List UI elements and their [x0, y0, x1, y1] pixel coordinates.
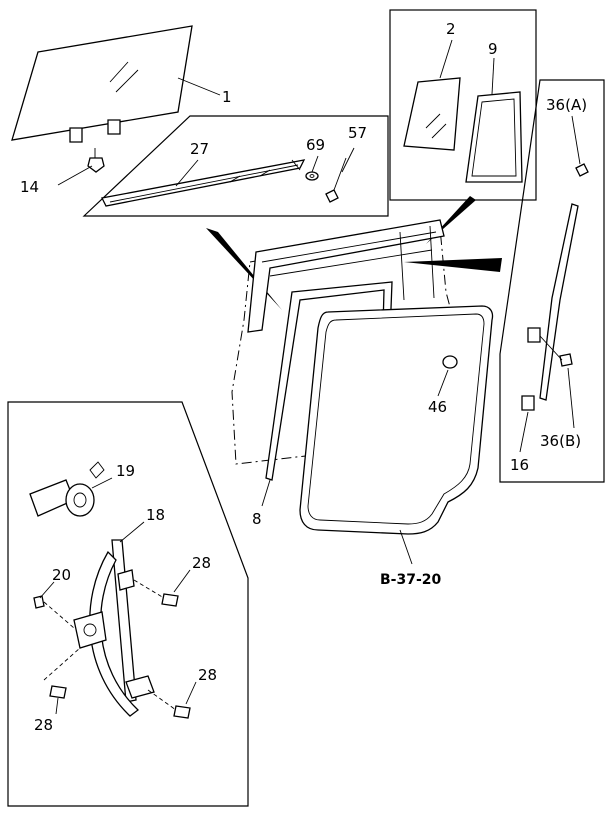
leader-36b [567, 367, 575, 429]
leader-weatherstrip [399, 529, 413, 565]
leader-16 [519, 411, 529, 453]
leader-8 [261, 479, 271, 507]
callout-8: 8 [252, 510, 262, 528]
leader-screw-36b [539, 335, 563, 361]
leader-1 [177, 77, 221, 96]
quarter-weatherstrip-9-part [465, 91, 523, 183]
callout-16: 16 [510, 456, 529, 474]
leader-69 [311, 155, 319, 173]
bolt-28-upper-part [161, 593, 179, 607]
callout-36a: 36(A) [546, 96, 587, 114]
leader-28-right [185, 681, 197, 705]
run-channel-inset-box [82, 115, 389, 217]
bolt-14-part [87, 148, 105, 173]
leader-28-left [55, 697, 59, 715]
leader-18 [119, 521, 145, 543]
door-weatherstrip-part [299, 305, 494, 535]
callout-19: 19 [116, 462, 135, 480]
screw-36b-part [559, 353, 573, 367]
division-bar-16-part [521, 203, 579, 411]
leader-20 [39, 581, 55, 599]
callout-69: 69 [306, 136, 325, 154]
leader-27 [175, 159, 199, 187]
run-channel-27-part [101, 159, 306, 207]
leader-14 [57, 165, 93, 186]
callout-2: 2 [446, 20, 456, 38]
pointer-wedge-left [206, 228, 282, 310]
regulator-motor-19-part [29, 461, 105, 517]
bolt-28-left-part [49, 685, 67, 699]
callout-27: 27 [190, 140, 209, 158]
division-bar-inset-box [499, 79, 605, 483]
callout-20: 20 [52, 566, 71, 584]
screw-57-part [325, 157, 347, 203]
leader-46 [437, 369, 449, 397]
callout-28-right: 28 [198, 666, 217, 684]
leader-19 [91, 477, 113, 489]
leader-9 [491, 57, 495, 95]
door-glass-part [11, 25, 193, 143]
regulator-inset-box [7, 401, 249, 807]
bolt-20-part [33, 595, 45, 609]
window-regulator-18-part [73, 539, 155, 717]
callout-1: 1 [222, 88, 232, 106]
callout-14: 14 [20, 178, 39, 196]
callout-28-upper: 28 [192, 554, 211, 572]
callout-36b: 36(B) [540, 432, 581, 450]
leader-28-upper [173, 569, 191, 593]
washer-69-part [305, 171, 319, 181]
bolt-28-right-part [173, 705, 191, 719]
callout-9: 9 [488, 40, 498, 58]
leader-36a [571, 115, 581, 165]
callout-57: 57 [348, 124, 367, 142]
callout-18: 18 [146, 506, 165, 524]
leader-57 [341, 147, 355, 173]
leader-2 [439, 39, 453, 79]
assembly-dashed-lines [43, 579, 177, 711]
quarter-glass-2-part [403, 77, 461, 151]
callout-28-left: 28 [34, 716, 53, 734]
screw-36a-part [575, 163, 589, 177]
clip-46-part [442, 355, 458, 369]
reference-code-label: B-37-20 [380, 572, 442, 588]
callout-46: 46 [428, 398, 447, 416]
pointer-wedge-right [404, 258, 502, 272]
